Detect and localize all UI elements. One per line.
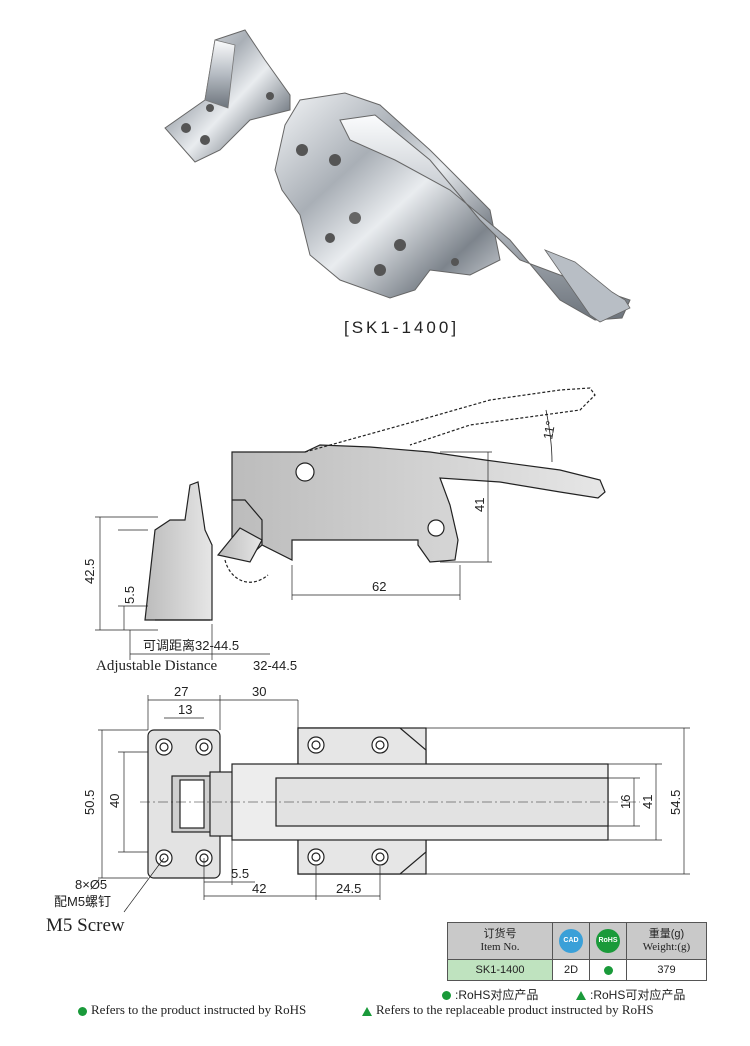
top-dim-16: 16: [618, 795, 633, 809]
top-dim-42: 42: [252, 881, 266, 896]
spec-table: 订货号 Item No. CAD RoHS 重量(g) Weight:(g) S…: [447, 922, 707, 981]
col-weight-cn: 重量(g): [648, 928, 685, 940]
col-weight-header: 重量(g) Weight:(g): [626, 922, 707, 960]
top-dim-50-5: 50.5: [82, 790, 97, 815]
screw-cn: 配M5螺钉: [54, 894, 111, 909]
latch-body: [274, 92, 631, 323]
top-dim-41: 41: [640, 795, 655, 809]
adjustable-en-value: 32-44.5: [253, 658, 297, 673]
side-dim-41: 41: [472, 498, 487, 512]
cad-cell: 2D: [552, 959, 590, 981]
green-triangle-icon: [362, 1006, 372, 1016]
col-cad-header: CAD: [552, 922, 590, 960]
top-dim-13: 13: [178, 702, 192, 717]
col-item-header: 订货号 Item No.: [447, 922, 553, 960]
green-dot-icon: [78, 1006, 87, 1016]
item-number-cell: SK1-1400: [447, 959, 553, 981]
model-caption: [SK1-1400]: [344, 318, 459, 337]
side-angle-label: 11°: [540, 419, 558, 440]
legend-cn-rohs: :RoHS对应产品: [442, 986, 538, 1003]
strike-bracket: [164, 29, 291, 163]
green-triangle-icon: [576, 991, 586, 1001]
screw-en: M5 Screw: [46, 915, 125, 936]
col-item-en: Item No.: [480, 941, 520, 953]
col-weight-en: Weight:(g): [642, 941, 691, 953]
product-photo: [164, 29, 631, 323]
cad-icon: CAD: [559, 929, 583, 953]
top-dim-54-5: 54.5: [668, 790, 683, 815]
rohs-dot-icon: [603, 965, 613, 975]
top-dim-30: 30: [252, 684, 266, 699]
side-dim-62: 62: [372, 579, 386, 594]
side-handle-dashed: [304, 387, 596, 453]
top-dim-5-5: 5.5: [231, 866, 249, 881]
col-item-cn: 订货号: [483, 928, 517, 940]
side-latch-body: [231, 444, 606, 563]
legend-en-rohs: Refers to the product instructed by RoHS: [78, 1002, 306, 1018]
rohs-icon: RoHS: [596, 929, 620, 953]
side-strike: [144, 481, 213, 621]
adjustable-en: Adjustable Distance: [96, 658, 218, 674]
green-dot-icon: [442, 991, 451, 1001]
top-dim-40: 40: [107, 794, 122, 808]
top-dim-27: 27: [174, 684, 188, 699]
side-dim-5-5: 5.5: [122, 586, 137, 604]
top-dim-24-5: 24.5: [336, 881, 361, 896]
legend-cn-replace: :RoHS可对应产品: [576, 986, 685, 1003]
side-view-drawing: [95, 387, 606, 660]
adjustable-cn: 可调距离32-44.5: [143, 638, 239, 653]
weight-cell: 379: [626, 959, 707, 981]
screw-spec: 8×Ø5: [75, 877, 107, 892]
side-dim-42-5: 42.5: [82, 559, 97, 584]
legend-en-replace: Refers to the replaceable product instru…: [362, 1002, 654, 1018]
top-view-drawing: [98, 695, 690, 913]
rohs-cell: [589, 959, 627, 981]
col-rohs-header: RoHS: [589, 922, 627, 960]
